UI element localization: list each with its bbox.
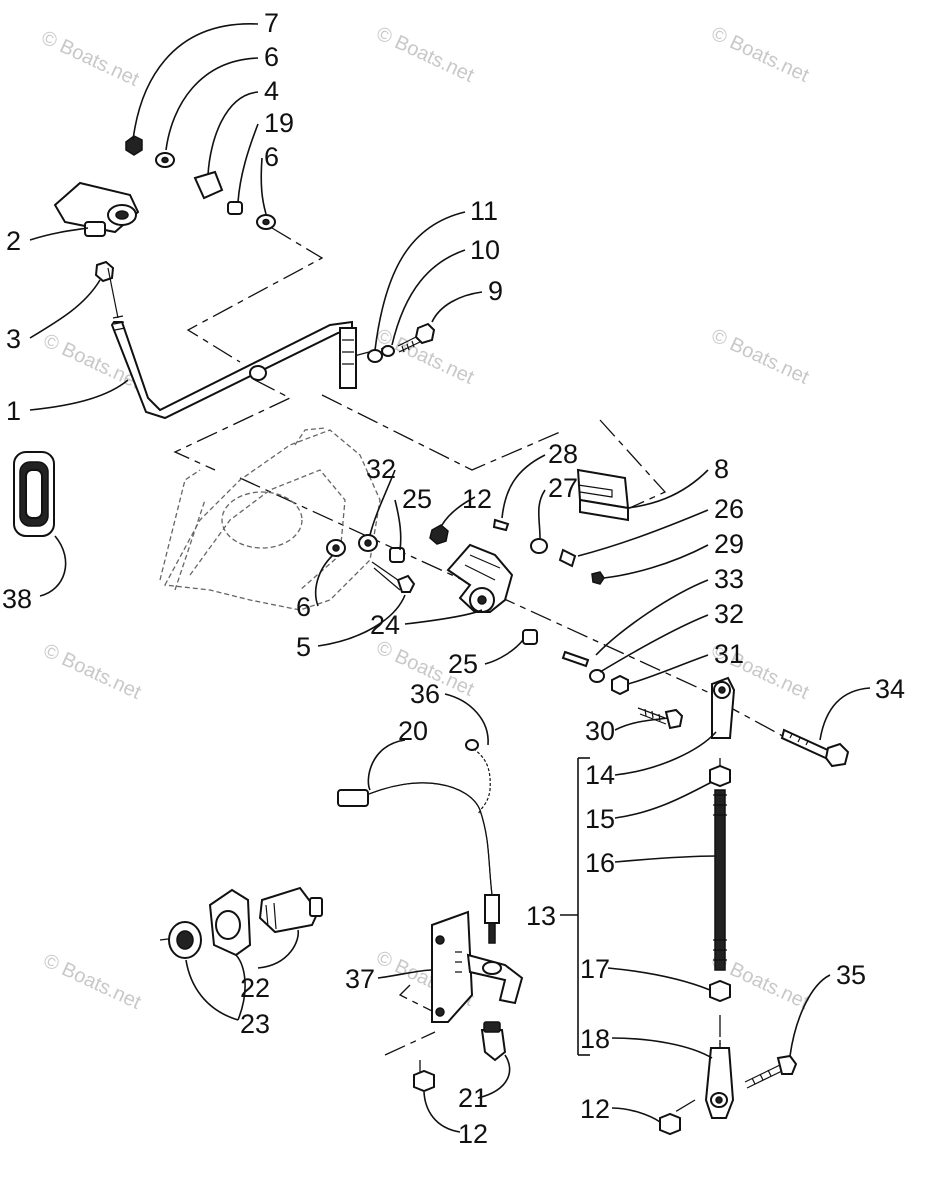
leader-lines <box>29 23 871 1133</box>
callout-16: 16 <box>585 848 615 878</box>
part-handle-knob-2 <box>53 181 140 237</box>
callout-7: 7 <box>264 8 279 38</box>
part-block-8 <box>576 468 630 522</box>
callout-27: 27 <box>548 473 578 503</box>
callout-labels: 7 6 4 19 6 2 3 1 11 10 9 28 8 27 26 29 3… <box>2 8 905 1149</box>
watermark: © Boats.net <box>373 23 478 87</box>
part-rod-end-14 <box>711 676 736 739</box>
callout-24: 24 <box>370 610 400 640</box>
part-threaded-rod-16 <box>713 789 727 971</box>
part-switch-22 <box>258 886 323 934</box>
part-bracket-37 <box>431 910 524 1023</box>
callout-4: 4 <box>264 76 279 106</box>
callout-12: 12 <box>458 1119 488 1149</box>
watermark: © Boats.net <box>708 23 813 87</box>
part-nut-17 <box>709 979 731 1003</box>
callout-13: 13 <box>526 901 556 931</box>
part-nut-15 <box>709 764 731 788</box>
part-nut-12-bracket <box>413 1069 435 1093</box>
callout-26: 26 <box>714 494 744 524</box>
part-nut-12-lower <box>659 1112 681 1136</box>
callout-36: 36 <box>410 679 440 709</box>
part-bolt-34 <box>780 728 850 768</box>
part-fitting-21 <box>480 1021 507 1062</box>
callout-33: 33 <box>714 564 744 594</box>
callout-14: 14 <box>585 760 615 790</box>
callout-18: 18 <box>580 1024 610 1054</box>
watermark: © Boats.net <box>38 27 143 91</box>
callout-28: 28 <box>548 439 578 469</box>
callout-3: 3 <box>6 324 21 354</box>
callout-1: 1 <box>6 396 21 426</box>
callout-20: 20 <box>398 716 428 746</box>
callout-25: 25 <box>448 649 478 679</box>
callout-15: 15 <box>585 804 615 834</box>
callout-11: 11 <box>470 196 498 226</box>
part-plate-nut-23 <box>168 888 252 959</box>
callout-12: 12 <box>462 484 492 514</box>
callout-35: 35 <box>836 960 866 990</box>
callout-17: 17 <box>580 954 610 984</box>
engine-block-outline <box>159 427 381 611</box>
part-boot-38 <box>13 451 55 537</box>
watermark: © Boats.net <box>708 325 813 389</box>
callout-37: 37 <box>345 964 375 994</box>
part-pivot-bracket-24 <box>446 543 514 613</box>
callout-10: 10 <box>470 235 500 265</box>
part-bolt-35 <box>744 1054 798 1089</box>
callout-30: 30 <box>585 716 615 746</box>
callout-8: 8 <box>714 454 729 484</box>
callout-23: 23 <box>240 1009 270 1039</box>
callout-38: 38 <box>2 584 32 614</box>
callout-34: 34 <box>875 674 905 704</box>
callout-25: 25 <box>402 484 432 514</box>
callout-6: 6 <box>296 592 311 622</box>
callout-22: 22 <box>240 973 270 1003</box>
callout-5: 5 <box>296 632 311 662</box>
callout-19: 19 <box>264 108 294 138</box>
part-wire-36 <box>465 739 491 816</box>
callout-29: 29 <box>714 529 744 559</box>
part-top-hardware <box>125 135 276 230</box>
callout-12: 12 <box>580 1094 610 1124</box>
part-cable-20 <box>337 782 500 944</box>
watermark: © Boats.net <box>40 950 145 1014</box>
part-shift-rod-1 <box>107 267 357 420</box>
callout-32: 32 <box>366 454 396 484</box>
watermark-layer: © Boats.net © Boats.net © Boats.net © Bo… <box>38 23 813 1014</box>
callout-2: 2 <box>6 226 21 256</box>
part-nut-3 <box>94 260 115 283</box>
callout-21: 21 <box>458 1083 488 1113</box>
callout-6: 6 <box>264 42 279 72</box>
callout-9: 9 <box>488 276 503 306</box>
callout-32: 32 <box>714 599 744 629</box>
callout-31: 31 <box>714 639 744 669</box>
watermark: © Boats.net <box>40 640 145 704</box>
part-misc-fasteners <box>326 518 684 730</box>
part-rod-end-18 <box>704 1047 735 1119</box>
callout-6: 6 <box>264 142 279 172</box>
